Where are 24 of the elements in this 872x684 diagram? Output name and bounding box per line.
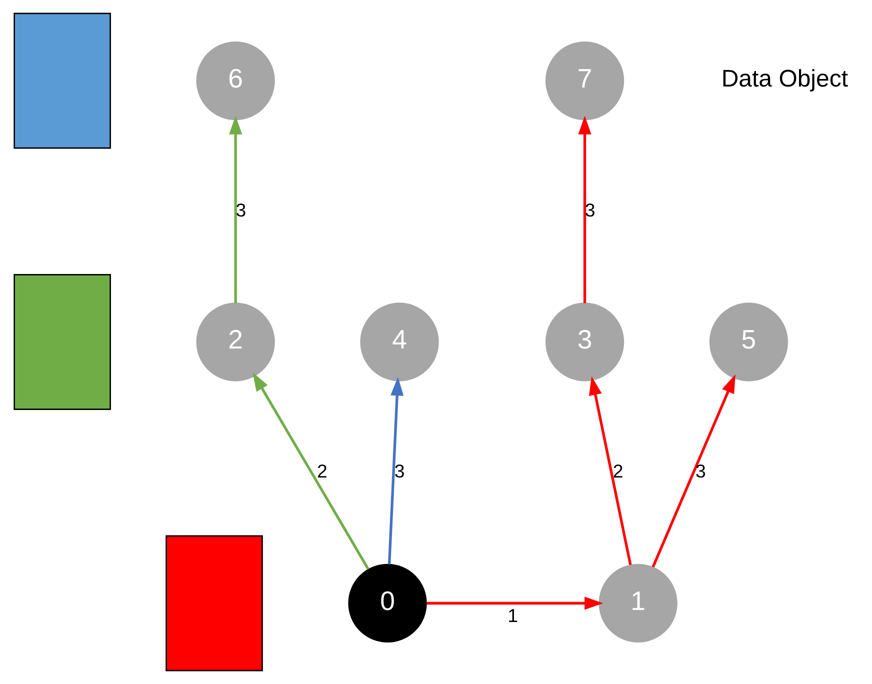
arrow [588,376,632,566]
arrow [387,376,404,564]
node-circle: 5 [708,302,788,382]
edge-label: 3 [394,460,404,482]
node-box [13,12,110,149]
arrow [228,116,242,304]
edge-label: 1 [507,605,518,626]
node-circle: 7 [544,41,624,120]
label: Data Object [720,66,848,93]
arrow [252,372,369,570]
node-circle: 3 [544,302,624,382]
node-box [13,274,110,410]
arrow [651,374,735,568]
arrow [426,596,603,610]
node-circle: 6 [196,41,274,120]
edge-label: 2 [612,460,623,482]
arrow [578,116,591,304]
edge-label: 2 [316,460,327,482]
node-circle: 0 [348,564,426,643]
node-circle: 4 [360,302,438,382]
node-circle: 2 [196,302,274,382]
edge-label: 3 [695,460,706,482]
node-circle: 1 [598,564,677,643]
node-box [165,535,262,672]
